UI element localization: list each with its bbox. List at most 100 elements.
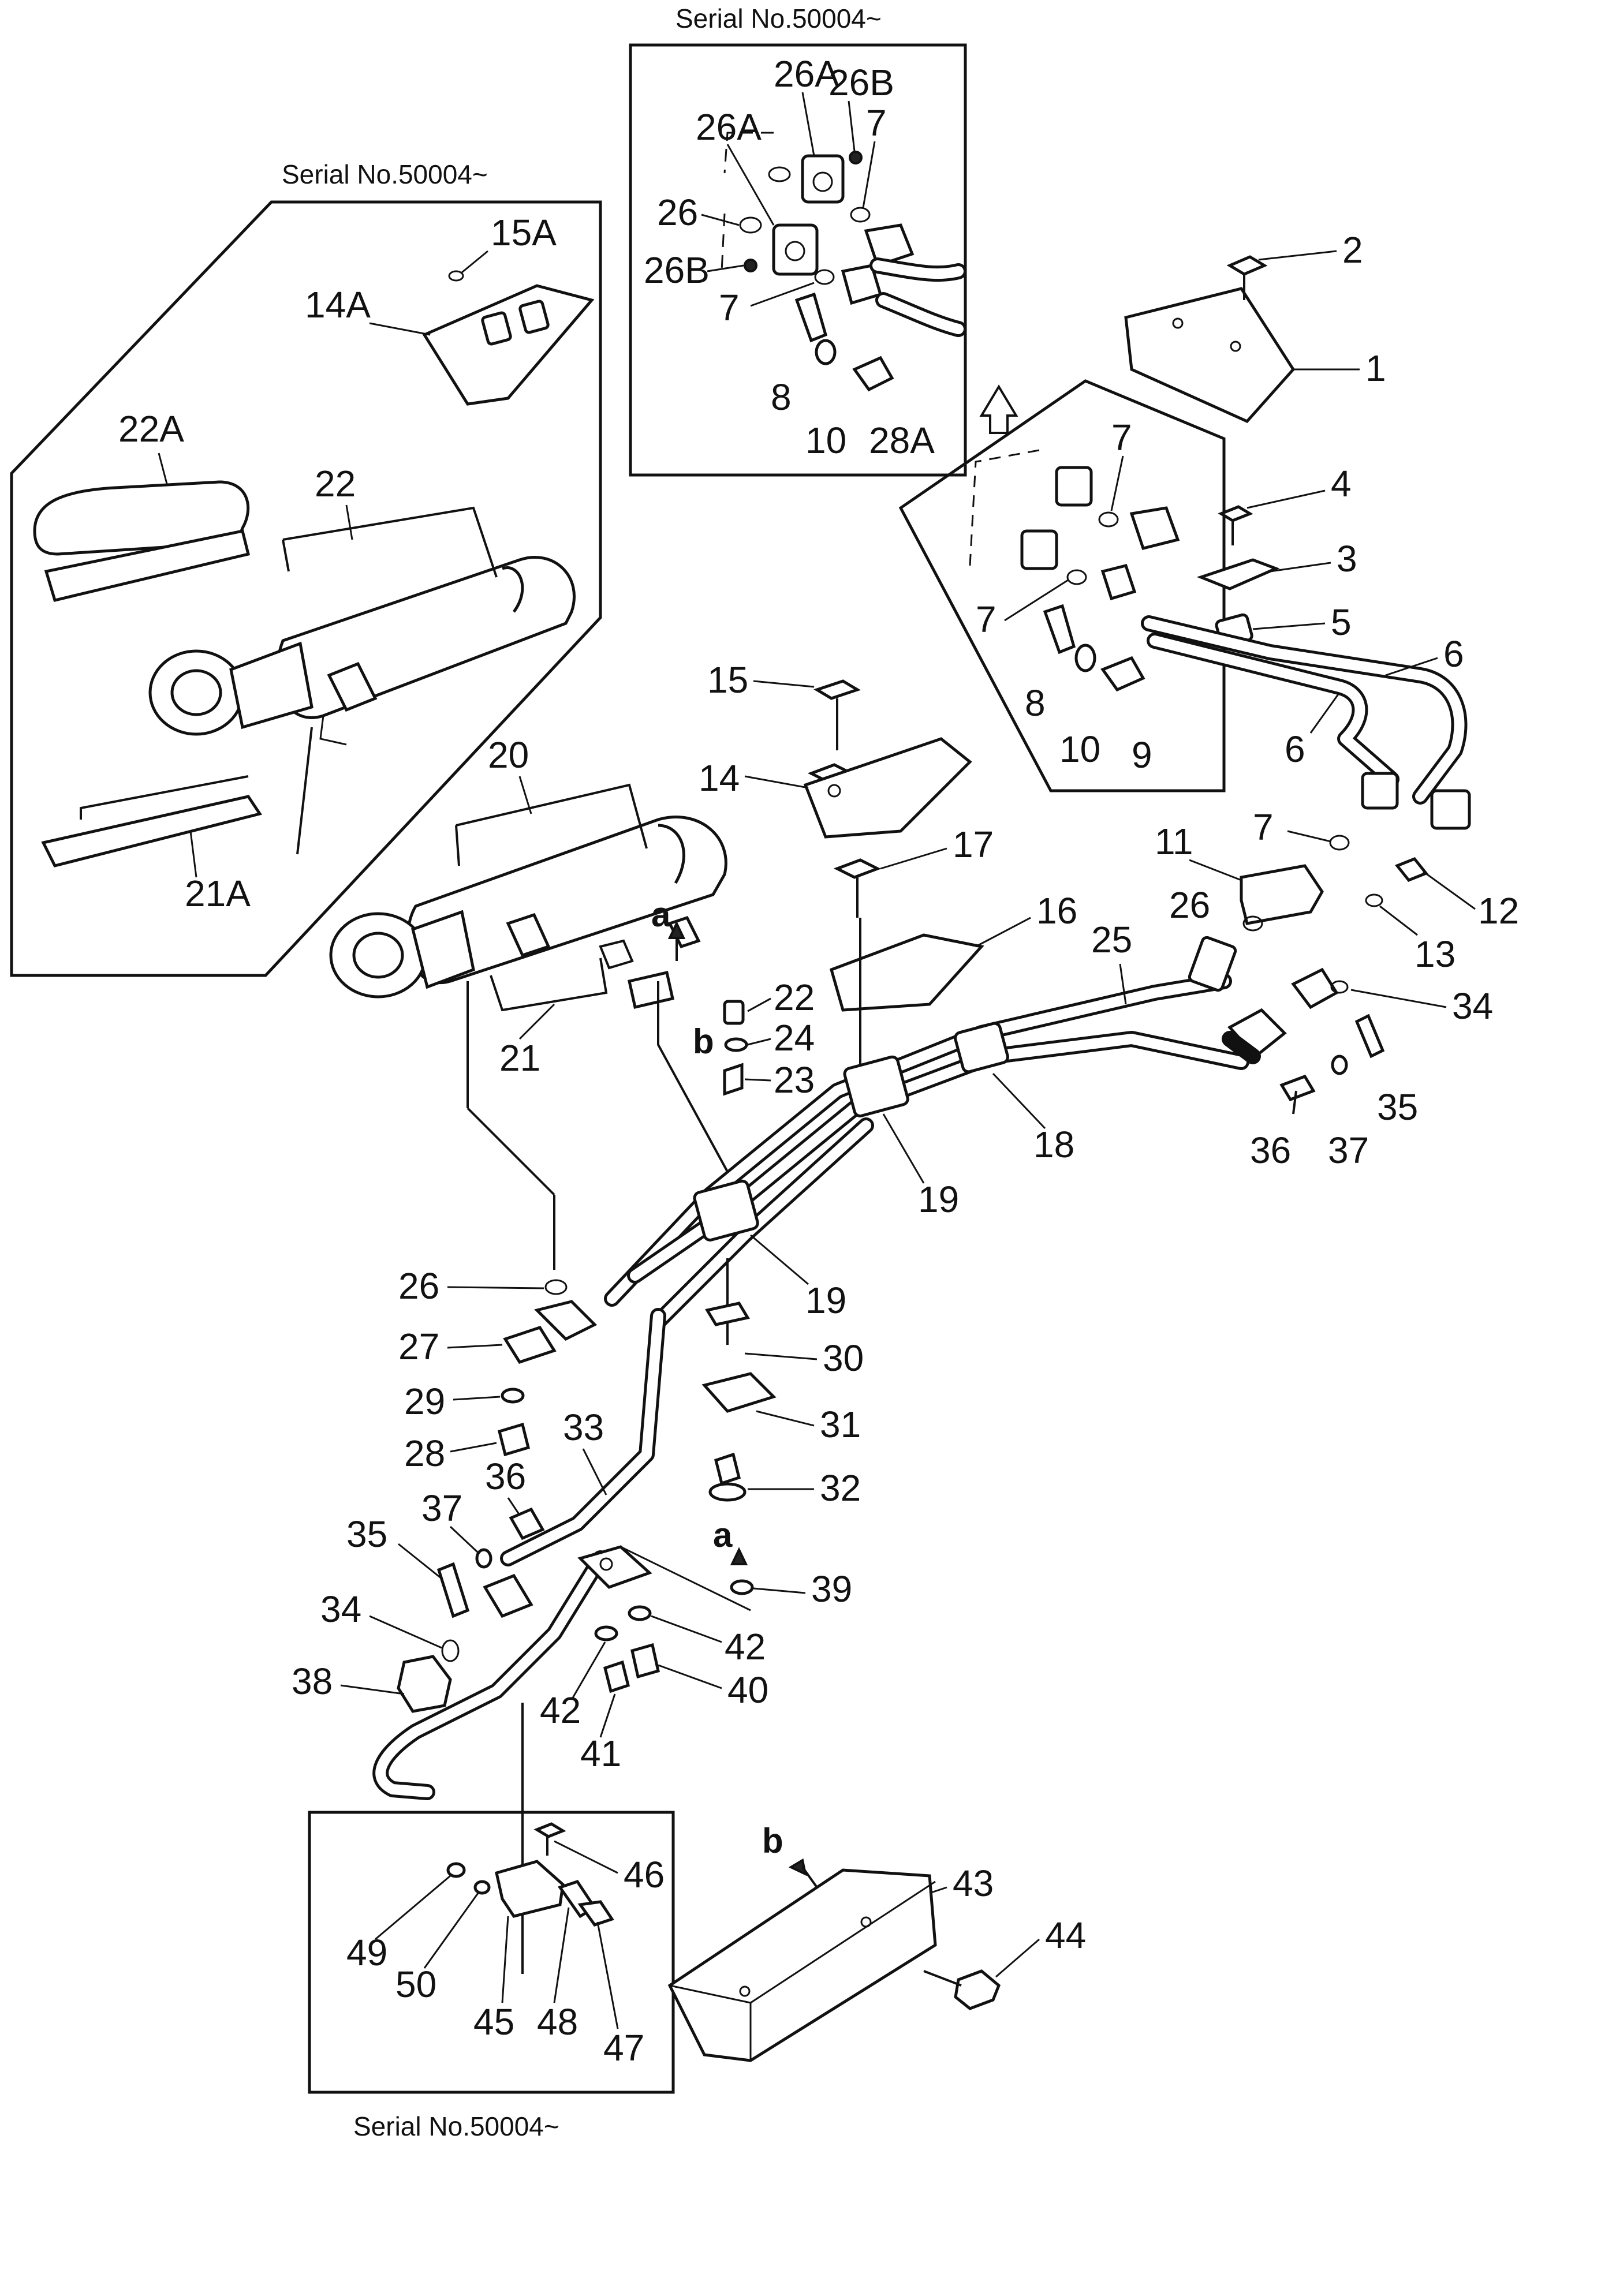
callout-22A: 22A <box>118 408 184 450</box>
callout-5: 5 <box>1331 601 1352 643</box>
clamp-47 <box>577 1900 614 1927</box>
bolt-41 <box>603 1660 630 1693</box>
top-inset-parts: 26A 26B 7 26A 26 26B 7 8 10 28A <box>644 53 1018 461</box>
callout-11: 11 <box>1155 821 1193 862</box>
callout-37-a: 37 <box>1328 1130 1369 1171</box>
bolt-23 <box>723 1063 744 1096</box>
o-ring-7-right-upper <box>1098 511 1119 528</box>
callout-47: 47 <box>603 2027 644 2069</box>
band-22A <box>33 480 250 556</box>
callout-24: 24 <box>774 1017 815 1059</box>
callout-6-a: 6 <box>1443 633 1464 675</box>
plug-26B-upper <box>849 151 863 164</box>
elbow-lower <box>534 1300 598 1341</box>
callout-26B-a: 26B <box>828 62 894 103</box>
washer-29 <box>501 1388 525 1404</box>
callout-39: 39 <box>811 1568 852 1610</box>
fitting-25 <box>1188 936 1237 992</box>
clamp-19-lower <box>693 1179 759 1242</box>
marker-b-lower: b <box>762 1822 783 1860</box>
left-inset-parts: 15A 14A 22A 22 21A <box>33 212 595 914</box>
right-detail-frame <box>898 379 1226 792</box>
callout-34-b: 34 <box>320 1588 361 1630</box>
callout-6-b: 6 <box>1285 728 1305 770</box>
callout-26B-b: 26B <box>644 249 710 291</box>
plug-26B-lower <box>744 259 757 272</box>
callout-30: 30 <box>823 1337 864 1379</box>
bar-21A <box>41 795 263 867</box>
bolt-4 <box>1218 505 1253 522</box>
guard-parts: 43 b 44 <box>667 1822 1086 2062</box>
callout-9: 9 <box>1132 734 1152 776</box>
callout-36-a: 36 <box>1250 1130 1291 1171</box>
nut-49 <box>446 1862 466 1878</box>
elbow-38 <box>483 1573 533 1618</box>
washer-37-right <box>1331 1054 1348 1075</box>
callout-2: 2 <box>1342 229 1363 271</box>
callout-15A: 15A <box>491 212 557 253</box>
bolt-36-left <box>509 1507 545 1540</box>
callout-7-a: 7 <box>866 102 887 144</box>
callout-31: 31 <box>820 1404 861 1445</box>
bolt-40 <box>630 1643 660 1679</box>
marker-a-upper: a <box>651 895 671 934</box>
washer-37-left <box>475 1548 492 1569</box>
callout-8-b: 8 <box>1025 682 1046 724</box>
valve-block-right-upper <box>1055 466 1093 507</box>
callout-20: 20 <box>488 734 529 776</box>
bolt-15A <box>448 270 464 282</box>
callout-16: 16 <box>1036 890 1077 932</box>
callout-13: 13 <box>1415 933 1455 975</box>
clamp-35-left <box>436 1562 470 1618</box>
top-inset-frame: Serial No.50004~ <box>629 3 967 477</box>
clamp-19-upper <box>843 1055 909 1117</box>
bolt-17 <box>833 858 882 879</box>
callout-21A: 21A <box>185 873 251 914</box>
o-ring-7-lower <box>814 269 835 285</box>
o-ring-26-right <box>1242 915 1263 932</box>
callout-26A-a: 26A <box>774 53 839 95</box>
bottom-inset-serial-note: Serial No.50004~ <box>353 2111 559 2141</box>
bracket-45 <box>495 1860 565 1918</box>
callout-41: 41 <box>580 1733 621 1774</box>
callout-40: 40 <box>727 1669 768 1711</box>
callout-37-b: 37 <box>421 1487 462 1529</box>
shim-24 <box>724 1037 748 1052</box>
washer-13 <box>1365 893 1383 907</box>
callout-22-b: 22 <box>774 977 815 1018</box>
plate-14 <box>803 737 972 839</box>
callout-28A: 28A <box>869 420 935 461</box>
o-ring-34-left <box>441 1639 460 1662</box>
callout-26A-b: 26A <box>696 106 762 148</box>
washer-42-upper <box>628 1605 652 1621</box>
elbow-fitting <box>864 223 915 268</box>
washer-42-lower <box>594 1625 618 1641</box>
o-ring-26 <box>739 216 762 234</box>
fitting-6b <box>1430 789 1471 830</box>
bolt-12 <box>1394 857 1429 882</box>
callout-8-a: 8 <box>771 376 792 418</box>
lower-middle-parts: 30 31 32 a 39 42 42 40 41 <box>540 1258 864 1774</box>
callout-46: 46 <box>624 1854 665 1895</box>
callout-27: 27 <box>398 1326 439 1367</box>
callout-48: 48 <box>537 2001 578 2043</box>
callout-36-b: 36 <box>485 1456 526 1497</box>
callout-22-a: 22 <box>315 463 356 504</box>
callout-7-b: 7 <box>719 287 740 328</box>
washer-39 <box>730 1579 754 1595</box>
bracket-14A <box>422 284 595 406</box>
view-direction-arrow <box>979 384 1018 434</box>
callout-4: 4 <box>1331 463 1352 504</box>
valve-block-right-lower <box>1020 529 1058 570</box>
callout-3: 3 <box>1337 538 1357 579</box>
bottom-inset-parts: 46 49 50 45 48 47 <box>346 1822 665 2069</box>
cylinder-assembly-20: 20 21 a b 22 24 23 <box>329 734 815 1101</box>
callout-28: 28 <box>404 1433 445 1474</box>
bracket-21 <box>628 970 674 1009</box>
left-inset-serial-note: Serial No.50004~ <box>282 159 488 189</box>
fitting-6a <box>1361 772 1399 810</box>
left-inset-frame: Serial No.50004~ <box>10 159 602 977</box>
bottom-inset-frame: Serial No.50004~ <box>308 1811 675 2141</box>
